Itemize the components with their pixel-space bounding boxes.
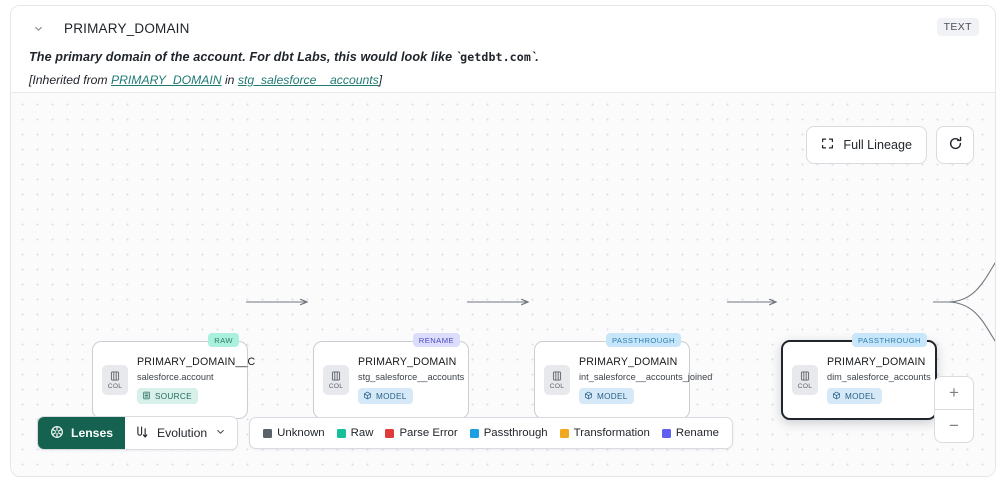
node-asset-type-label: MODEL bbox=[597, 391, 628, 401]
legend-swatch bbox=[263, 428, 273, 438]
node-asset-type-pill: SOURCE bbox=[137, 388, 198, 405]
card-header: PRIMARY_DOMAIN TEXT The primary domain o… bbox=[11, 6, 995, 92]
lineage-type-badge: PASSTHROUGH bbox=[851, 333, 927, 347]
lineage-type-badge: RAW bbox=[208, 333, 239, 347]
legend-label: Rename bbox=[675, 427, 719, 439]
lineage-node-selected[interactable]: PASSTHROUGH COL PRIMARY_DOMAIN dim_salesfor… bbox=[781, 333, 937, 420]
columns-icon: COL bbox=[792, 365, 818, 395]
lineage-node[interactable]: RENAME COL PRIMARY_DOMAIN stg_salesforce__a… bbox=[313, 333, 469, 419]
node-table-name: stg_salesforce__accounts bbox=[358, 372, 465, 383]
column-description: The primary domain of the account. For d… bbox=[29, 50, 977, 64]
lineage-type-badge: PASSTHROUGH bbox=[605, 333, 681, 347]
node-asset-type-label: MODEL bbox=[845, 391, 876, 401]
description-code: getdbt.com bbox=[460, 50, 531, 64]
node-text: PRIMARY_DOMAIN int_salesforce__accounts_j… bbox=[579, 355, 713, 405]
node-table-name: dim_salesforce_accounts bbox=[827, 372, 931, 383]
chevron-down-icon bbox=[215, 426, 226, 440]
description-text-post: `. bbox=[530, 50, 539, 64]
evolution-dropdown[interactable]: Evolution bbox=[125, 417, 238, 449]
inherited-middle: in bbox=[221, 73, 238, 87]
legend-label: Passthrough bbox=[483, 427, 548, 439]
legend-item[interactable]: Parse Error bbox=[385, 427, 458, 439]
inherited-from-line: [Inherited from PRIMARY_DOMAIN in stg_sa… bbox=[29, 73, 977, 87]
expand-icon bbox=[821, 137, 834, 153]
cube-icon bbox=[363, 391, 372, 402]
lens-button-group: Lenses Evolution bbox=[37, 416, 239, 450]
columns-icon: COL bbox=[323, 365, 349, 395]
node-body: COL PRIMARY_DOMAIN stg_salesforce__account… bbox=[314, 342, 468, 418]
refresh-button[interactable] bbox=[936, 126, 974, 164]
full-lineage-label: Full Lineage bbox=[843, 138, 912, 152]
canvas-bottom-toolbar: Lenses Evolution bbox=[37, 416, 733, 450]
lineage-node[interactable]: RAW COL PRIMARY_DOMAIN__C salesforce.accoun… bbox=[92, 333, 256, 419]
inherited-column-link[interactable]: PRIMARY_DOMAIN bbox=[110, 73, 222, 87]
lineage-canvas[interactable]: Full Lineage + − bbox=[11, 92, 995, 476]
database-icon bbox=[142, 391, 151, 402]
cube-icon bbox=[584, 391, 593, 402]
lineage-node[interactable]: PASSTHROUGH COL PRIMARY_DOMAIN int_salesfor… bbox=[534, 333, 713, 419]
zoom-out-button[interactable]: − bbox=[949, 416, 959, 435]
legend-swatch bbox=[385, 428, 395, 438]
legend-label: Unknown bbox=[277, 427, 325, 439]
columns-icon: COL bbox=[102, 365, 128, 395]
inherited-table-link[interactable]: stg_salesforce__accounts bbox=[237, 73, 379, 87]
node-column-name: PRIMARY_DOMAIN bbox=[358, 356, 457, 369]
col-chip-label: COL bbox=[107, 383, 123, 390]
node-body: COL PRIMARY_DOMAIN int_salesforce__account… bbox=[535, 342, 713, 418]
column-detail-card: PRIMARY_DOMAIN TEXT The primary domain o… bbox=[10, 5, 996, 477]
cube-icon bbox=[832, 391, 841, 402]
node-asset-type-label: MODEL bbox=[376, 391, 407, 401]
description-text-pre: The primary domain of the account. For d… bbox=[29, 50, 461, 64]
legend-item[interactable]: Rename bbox=[661, 427, 719, 439]
node-asset-type-pill: MODEL bbox=[827, 388, 882, 405]
node-asset-type-pill: MODEL bbox=[358, 388, 413, 405]
legend-item[interactable]: Transformation bbox=[559, 427, 650, 439]
legend-label: Raw bbox=[350, 427, 374, 439]
lineage-type-badge: RENAME bbox=[412, 333, 460, 347]
legend-swatch bbox=[336, 428, 346, 438]
node-table-name: int_salesforce__accounts_joined bbox=[579, 372, 713, 383]
lenses-button[interactable]: Lenses bbox=[38, 417, 126, 449]
col-chip-label: COL bbox=[328, 383, 344, 390]
column-type-badge: TEXT bbox=[936, 18, 979, 36]
lineage-graph: RAW COL PRIMARY_DOMAIN__C salesforce.accoun… bbox=[11, 93, 995, 476]
full-lineage-button[interactable]: Full Lineage bbox=[806, 126, 927, 164]
lineage-legend: Unknown Raw Parse Error Passthrough Transfor… bbox=[249, 417, 733, 449]
node-asset-type-pill: MODEL bbox=[579, 388, 634, 405]
legend-label: Transformation bbox=[573, 427, 650, 439]
node-column-name: PRIMARY_DOMAIN__C bbox=[137, 356, 256, 369]
shuffle-icon bbox=[135, 425, 149, 442]
legend-swatch bbox=[559, 428, 569, 438]
legend-item[interactable]: Passthrough bbox=[469, 427, 548, 439]
columns-icon: COL bbox=[544, 365, 570, 395]
page-title: PRIMARY_DOMAIN bbox=[64, 20, 190, 36]
aperture-icon bbox=[50, 425, 64, 442]
node-column-name: PRIMARY_DOMAIN bbox=[579, 356, 678, 369]
legend-item[interactable]: Raw bbox=[336, 427, 374, 439]
col-chip-label: COL bbox=[797, 383, 813, 390]
zoom-controls: + − bbox=[934, 376, 974, 443]
node-column-name: PRIMARY_DOMAIN bbox=[827, 356, 926, 369]
inherited-prefix: [Inherited from bbox=[29, 73, 111, 87]
legend-swatch bbox=[661, 428, 671, 438]
lenses-label: Lenses bbox=[71, 426, 114, 440]
legend-label: Parse Error bbox=[399, 427, 458, 439]
node-asset-type-label: SOURCE bbox=[155, 391, 192, 401]
zoom-in-button[interactable]: + bbox=[935, 377, 973, 410]
legend-item[interactable]: Unknown bbox=[263, 427, 325, 439]
chevron-down-icon[interactable] bbox=[29, 19, 47, 37]
col-chip-label: COL bbox=[549, 383, 565, 390]
refresh-icon bbox=[948, 136, 963, 154]
node-table-name: salesforce.account bbox=[137, 372, 214, 383]
canvas-top-controls: Full Lineage bbox=[806, 126, 974, 164]
inherited-suffix: ] bbox=[378, 73, 383, 87]
evolution-label: Evolution bbox=[157, 426, 208, 440]
title-row: PRIMARY_DOMAIN bbox=[29, 16, 977, 40]
legend-swatch bbox=[469, 428, 479, 438]
node-body: COL PRIMARY_DOMAIN dim_salesforce_accounts… bbox=[783, 342, 935, 418]
